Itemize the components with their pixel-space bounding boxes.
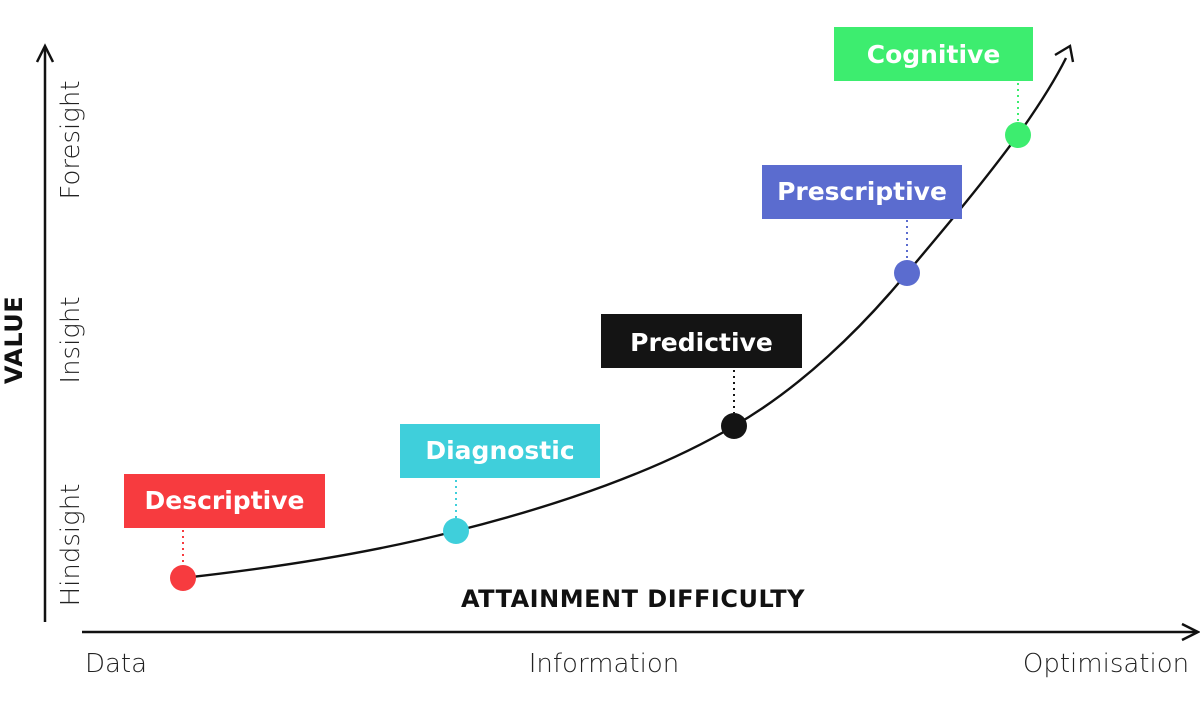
stage-diagnostic: Diagnostic: [400, 424, 600, 544]
label-box-cognitive: [834, 27, 1033, 81]
label-predictive: Predictive: [630, 328, 773, 357]
point-diagnostic: [443, 518, 469, 544]
growth-curve: [182, 57, 1068, 580]
x-axis-title: ATTAINMENT DIFFICULTY: [461, 585, 805, 613]
label-box-predictive: [601, 314, 802, 368]
point-prescriptive: [894, 260, 920, 286]
y-axis-arrow-icon: [35, 43, 55, 63]
label-box-diagnostic: [400, 424, 600, 478]
point-descriptive: [170, 565, 196, 591]
y-tick-insight: Insight: [56, 296, 86, 383]
stage-predictive: Predictive: [601, 314, 802, 439]
label-diagnostic: Diagnostic: [425, 436, 574, 465]
x-tick-information: Information: [529, 649, 680, 679]
stage-prescriptive: Prescriptive: [762, 165, 962, 286]
x-tick-optimisation: Optimisation: [1023, 649, 1189, 679]
label-cognitive: Cognitive: [867, 40, 1001, 69]
label-prescriptive: Prescriptive: [777, 177, 947, 206]
label-box-prescriptive: [762, 165, 962, 219]
stage-descriptive: Descriptive: [124, 474, 325, 591]
x-axis-arrow-icon: [1181, 622, 1200, 642]
point-predictive: [721, 413, 747, 439]
point-cognitive: [1005, 122, 1031, 148]
curve-arrow-icon: [1054, 44, 1075, 63]
y-tick-hindsight: Hindsight: [56, 484, 86, 607]
x-tick-data: Data: [85, 649, 147, 679]
y-tick-foresight: Foresight: [56, 80, 86, 199]
label-box-descriptive: [124, 474, 325, 528]
y-axis-title: VALUE: [0, 296, 28, 384]
stage-cognitive: Cognitive: [834, 27, 1033, 148]
label-descriptive: Descriptive: [145, 486, 305, 515]
